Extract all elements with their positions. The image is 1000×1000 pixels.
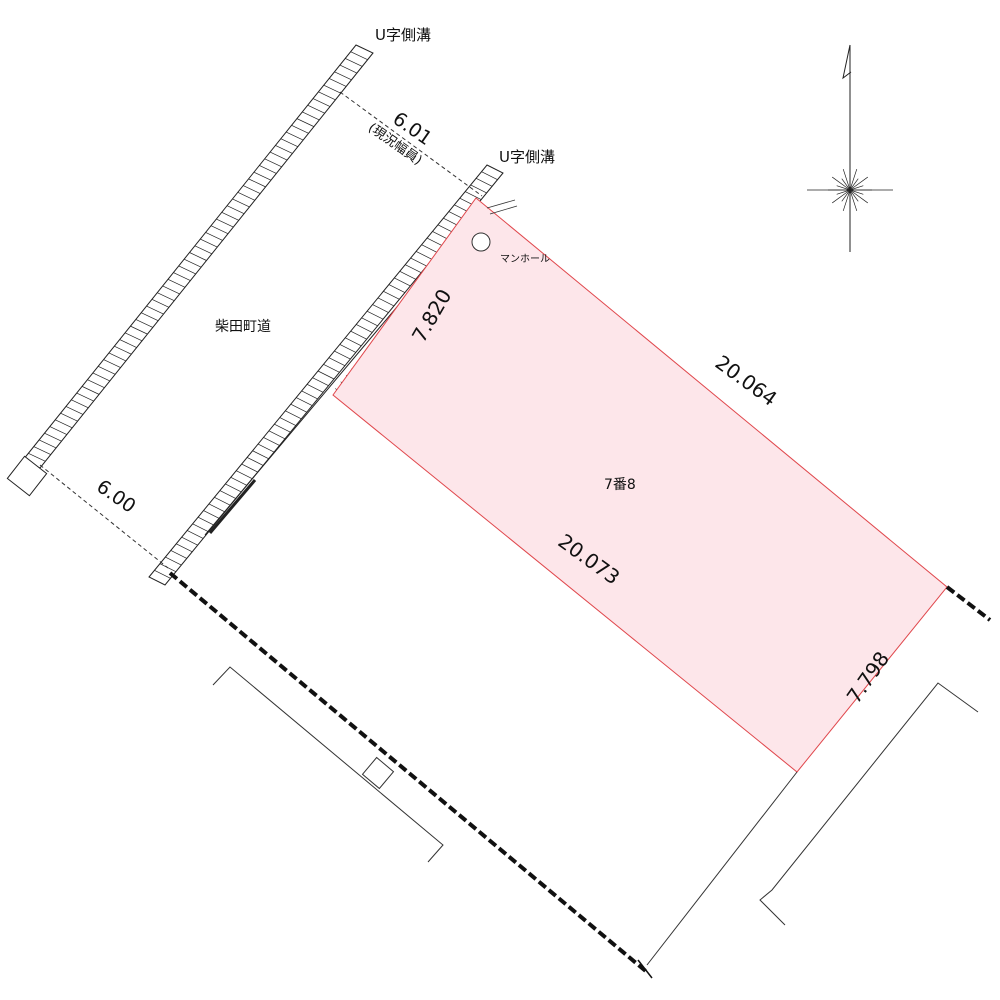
road-name: 柴田町道 xyxy=(215,319,271,335)
road-width-bottom: 6.00 xyxy=(92,475,139,517)
adjacent-parcels xyxy=(212,666,979,966)
lot-number: 7番8 xyxy=(604,477,636,493)
compass-rose-icon xyxy=(807,168,893,212)
road-width-bottom-line xyxy=(39,464,169,569)
gutter-left-label: U字側溝 xyxy=(375,26,431,44)
left-gutter xyxy=(6,44,374,497)
road-width-top-line xyxy=(339,91,483,197)
north-arrow-icon xyxy=(842,44,852,252)
boundary-line xyxy=(168,571,992,979)
gutter-right-label: U字側溝 xyxy=(499,148,555,166)
manhole-icon xyxy=(471,232,491,252)
manhole-label: マンホール xyxy=(500,253,550,265)
